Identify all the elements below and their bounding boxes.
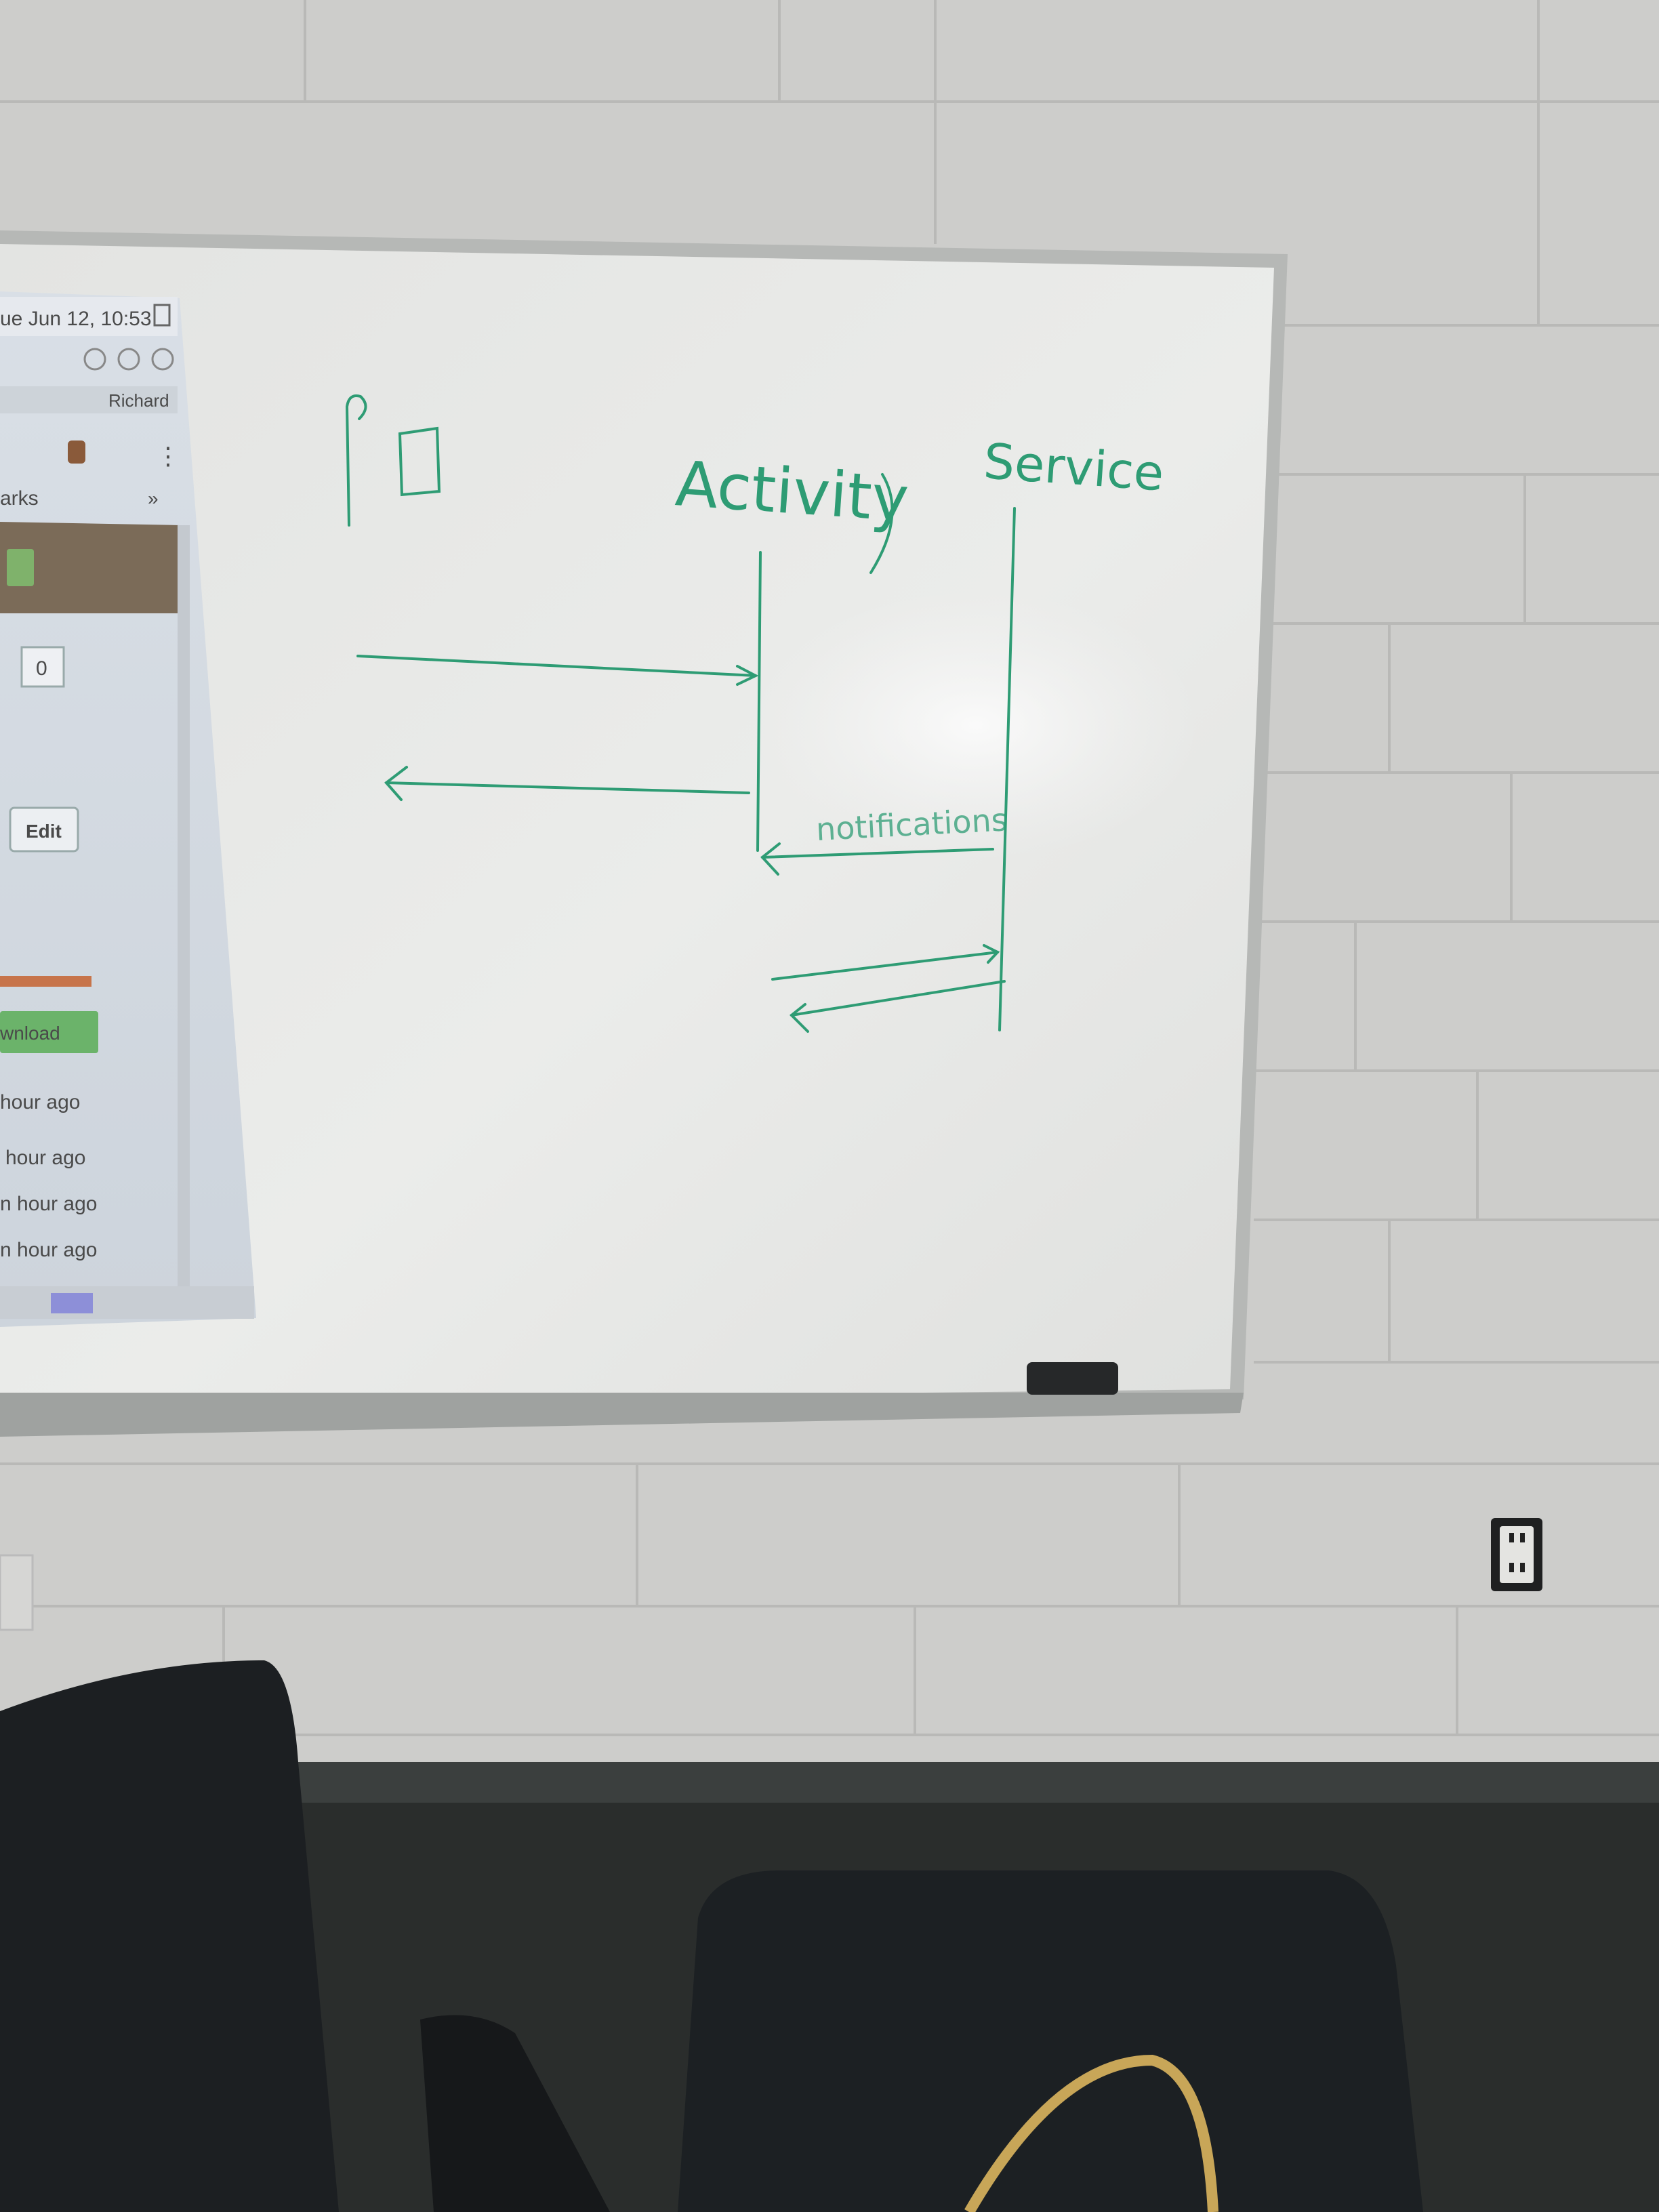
chair-left xyxy=(0,1660,339,2212)
chevron-right-icon[interactable]: » xyxy=(148,488,159,509)
maximize-icon[interactable] xyxy=(117,348,140,371)
user-name[interactable]: Richard xyxy=(108,390,169,411)
count-value: 0 xyxy=(36,657,47,680)
chair-armrest xyxy=(420,2015,610,2212)
banner-image xyxy=(0,522,183,613)
time-2: hour ago xyxy=(5,1147,85,1169)
notifications-arrow xyxy=(761,848,994,859)
user-stick-icon xyxy=(345,394,367,527)
count-box xyxy=(20,646,65,688)
edit-button[interactable] xyxy=(9,806,79,853)
download-button[interactable] xyxy=(0,1011,98,1053)
close-icon[interactable] xyxy=(151,348,174,371)
time-1: hour ago xyxy=(0,1091,80,1113)
eraser xyxy=(1027,1362,1118,1395)
bookmarks-label: arks xyxy=(0,487,39,510)
activity-tail xyxy=(869,473,894,574)
progress-bar xyxy=(0,976,91,987)
chair-right xyxy=(678,1870,1423,2212)
service-call-arrow xyxy=(771,951,999,981)
extension-icon[interactable] xyxy=(68,441,85,464)
minimize-icon[interactable] xyxy=(83,348,106,371)
avatar-icon xyxy=(7,549,34,586)
marker-tray xyxy=(0,1393,1244,1437)
time-4: n hour ago xyxy=(0,1239,97,1261)
clock-text: ue Jun 12, 10:53 xyxy=(0,308,152,330)
time-3: n hour ago xyxy=(0,1193,97,1215)
service-label: Service xyxy=(982,432,1166,501)
service-lifeline xyxy=(998,507,1016,1031)
edit-button-label: Edit xyxy=(26,821,62,842)
taskbar xyxy=(0,1286,254,1319)
wall-plate xyxy=(0,1554,34,1631)
menu-icon[interactable]: ⋮ xyxy=(156,442,180,470)
battery-icon xyxy=(153,304,171,327)
projected-screen: ue Jun 12, 10:53 Richard ⋮ arks » 0 Edit… xyxy=(0,291,256,1327)
workspace-indicator[interactable] xyxy=(51,1293,93,1313)
activity-lifeline xyxy=(756,551,762,852)
service-return-arrow xyxy=(790,980,1006,1017)
power-outlet xyxy=(1491,1518,1542,1591)
download-button-label: wnload xyxy=(0,1023,60,1044)
request-arrow xyxy=(356,655,757,677)
whiteboard xyxy=(0,230,1288,1437)
bag-strap xyxy=(964,2054,1218,2212)
phone-sketch xyxy=(398,426,441,497)
sequence-diagram-ink xyxy=(345,394,1016,1033)
response-arrow xyxy=(385,781,750,794)
light-glare xyxy=(752,590,1200,861)
scrollbar[interactable] xyxy=(178,525,190,1291)
activity-label: Activity xyxy=(673,447,911,536)
